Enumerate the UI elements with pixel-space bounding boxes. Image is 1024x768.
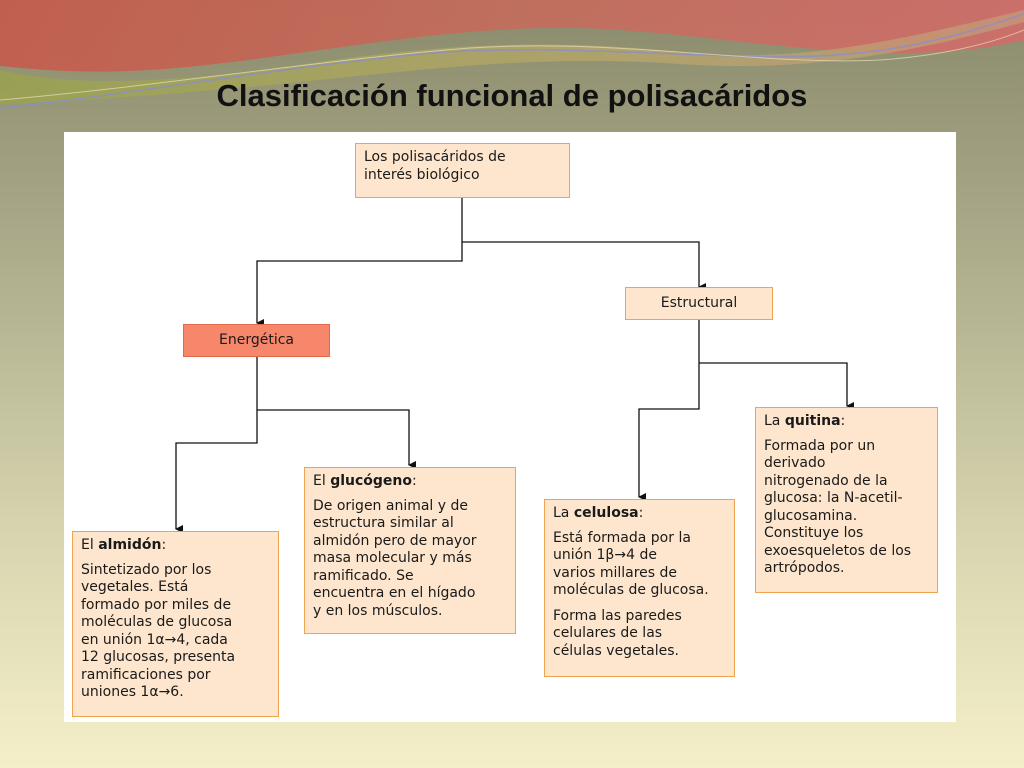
celulosa-name: celulosa <box>573 505 639 521</box>
quitina-heading: La quitina: <box>764 413 929 431</box>
celulosa-colon: : <box>638 505 644 521</box>
connector-lines <box>175 198 854 533</box>
top-wave-line-2 <box>0 29 1024 101</box>
energetica-label: Energética <box>219 331 294 348</box>
almidon-name: almidón <box>98 537 162 553</box>
connector-estructural-celulosa <box>638 320 700 501</box>
top-wave-red <box>0 0 1024 72</box>
root-node-box: Los polisacáridos de interés biológico <box>355 143 570 198</box>
connector-energetica-glucogeno <box>257 409 416 469</box>
quitina-colon: : <box>840 413 846 429</box>
celulosa-heading: La celulosa: <box>553 505 726 523</box>
connector-root-energetica <box>256 198 463 327</box>
estructural-label: Estructural <box>660 294 738 311</box>
glucogeno-name: glucógeno <box>330 473 413 489</box>
almidon-article: El <box>81 537 94 553</box>
glucogeno-description: De origen animal y de estructura similar… <box>313 497 477 619</box>
almidon-colon: : <box>161 537 167 553</box>
quitina-card: La quitina: Formada por un derivado nitr… <box>755 407 938 593</box>
top-wave-olive <box>0 0 1024 104</box>
quitina-description: Formada por un derivado nitrogenado de l… <box>764 437 912 577</box>
glucogeno-card: El glucógeno: De origen animal y de estr… <box>304 467 516 634</box>
glucogeno-heading: El glucógeno: <box>313 473 507 491</box>
celulosa-article: La <box>553 505 570 521</box>
glucogeno-colon: : <box>412 473 417 489</box>
almidon-description: Sintetizado por los vegetales. Está form… <box>81 561 236 701</box>
almidon-card: El almidón: Sintetizado por los vegetale… <box>72 531 279 717</box>
connector-estructural-quitina <box>699 362 854 410</box>
connector-energetica-almidon <box>175 357 258 533</box>
celulosa-description-2: Forma las paredes celulares de las célul… <box>553 607 682 659</box>
quitina-name: quitina <box>784 413 841 429</box>
slide-title: Clasificación funcional de polisacáridos <box>216 78 808 113</box>
diagram-panel: Los polisacáridos de interés biológico E… <box>64 132 956 722</box>
glucogeno-article: El <box>313 473 326 489</box>
estructural-node-box: Estructural <box>625 287 773 320</box>
energetica-node-box: Energética <box>183 324 330 357</box>
celulosa-description: Está formada por la unión 1β→4 de varios… <box>553 529 709 599</box>
top-wave-line <box>0 13 1024 109</box>
connector-root-estructural <box>462 241 706 291</box>
almidon-heading: El almidón: <box>81 537 270 555</box>
quitina-article: La <box>764 413 781 429</box>
celulosa-card: La celulosa: Está formada por la unión 1… <box>544 499 735 677</box>
